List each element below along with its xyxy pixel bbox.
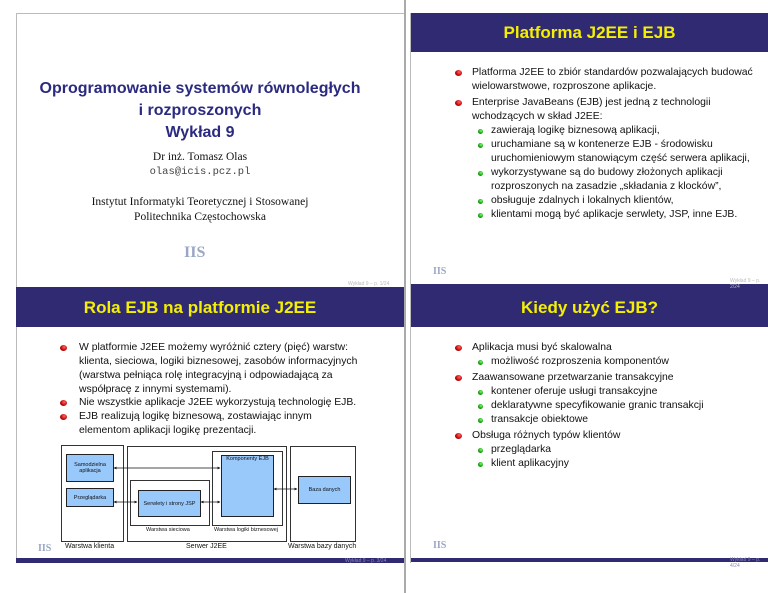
sub-item-text: klient aplikacyjny bbox=[491, 458, 569, 469]
sub-bullet-text: zawierają logikę biznesową aplikacji, bbox=[491, 125, 660, 136]
bullet-text: Platforma J2EE to zbiór standardów pozwa… bbox=[472, 67, 753, 92]
slide4-header bbox=[411, 284, 768, 327]
institute-logo: IIS bbox=[433, 540, 447, 551]
bullet-icon bbox=[455, 100, 462, 106]
item-text: Obsługa różnych typów klientów bbox=[472, 430, 621, 441]
sub-bullet-icon bbox=[478, 171, 483, 176]
sub-bullet-text: uruchamiane są w kontenerze EJB - środow… bbox=[491, 139, 750, 164]
database-box: Baza danych bbox=[298, 476, 351, 504]
page-divider bbox=[404, 0, 406, 593]
institute-logo: IIS bbox=[38, 543, 52, 554]
bullet-icon bbox=[60, 345, 67, 351]
slide1-footer: Wykład 9 – p. 1/24 bbox=[348, 281, 390, 287]
slide4-footer: Wykład 9 – p. 4/24 bbox=[730, 557, 761, 569]
sub-bullet-icon bbox=[478, 143, 483, 148]
sub-bullet-text: obsługuje zdalnych i lokalnych klientów, bbox=[491, 195, 674, 206]
email: olas@icis.pcz.pl bbox=[149, 166, 251, 178]
sub-item-text: kontener oferuje usługi transakcyjne bbox=[491, 386, 658, 397]
slide3-title: Rola EJB na platformie J2EE bbox=[83, 298, 317, 317]
sub-bullet-icon bbox=[478, 129, 483, 134]
slide4-left-border bbox=[410, 290, 411, 563]
ejb-box: Komponenty EJB bbox=[221, 455, 274, 517]
slide2-footer: Wykład 9 – p. 2/24 bbox=[730, 278, 761, 290]
bullet-text: Nie wszystkie aplikacje J2EE wykorzystuj… bbox=[79, 397, 357, 408]
diagram-arrows bbox=[113, 466, 298, 504]
item-text: Aplikacja musi być skalowalna bbox=[472, 342, 612, 353]
web-tier-label: Warstwa sieciowa bbox=[146, 527, 190, 533]
sub-bullet-icon bbox=[478, 418, 483, 423]
db-tier-label: Warstwa bazy danych bbox=[288, 543, 357, 550]
sub-bullet-icon bbox=[478, 213, 483, 218]
item-text: Zaawansowane przetwarzanie transakcyjne bbox=[472, 372, 674, 383]
sub-bullet-icon bbox=[478, 199, 483, 204]
bullet-icon bbox=[60, 414, 67, 420]
title-line: Wykład 9 bbox=[165, 124, 235, 141]
title-line: Oprogramowanie systemów równoległych bbox=[39, 80, 361, 97]
sub-bullet-icon bbox=[478, 390, 483, 395]
client-tier-label: Warstwa klienta bbox=[65, 543, 115, 550]
slide2-header bbox=[411, 13, 768, 52]
sub-item-text: deklaratywne specyfikowanie granic trans… bbox=[491, 400, 704, 411]
slide2-title: Platforma J2EE i EJB bbox=[503, 23, 676, 42]
bullet-text: W platformie J2EE możemy wyróżnić cztery… bbox=[79, 342, 358, 395]
sub-bullet-icon bbox=[478, 462, 483, 467]
slide4-title: Kiedy użyć EJB? bbox=[521, 298, 658, 317]
bullet-text: EJB realizują logikę biznesową, zostawia… bbox=[79, 411, 312, 436]
standalone-app-box: Samodzielna aplikacja bbox=[66, 454, 114, 482]
sub-bullet-icon bbox=[478, 404, 483, 409]
slide1-left-border bbox=[16, 13, 17, 291]
sub-bullet-icon bbox=[478, 360, 483, 365]
slide3-footer-bar bbox=[16, 558, 404, 563]
servlets-box: Serwlety i strony JSP bbox=[138, 490, 201, 517]
institute-logo: IIS bbox=[184, 244, 206, 261]
author: Dr inż. Tomasz Olas bbox=[152, 151, 248, 163]
slide1-title: Oprogramowanie systemów równoległych i r… bbox=[16, 78, 384, 144]
institute-logo: IIS bbox=[433, 266, 447, 277]
institute: Instytut Informatyki Teoretycznej i Stos… bbox=[91, 196, 309, 208]
bullet-text: Enterprise JavaBeans (EJB) jest jedną z … bbox=[472, 97, 711, 122]
university: Politechnika Częstochowska bbox=[134, 211, 266, 223]
slide4-footer-bar bbox=[411, 558, 768, 562]
slide2-left-border bbox=[410, 13, 411, 291]
slide1-frame bbox=[16, 13, 404, 14]
sub-item-text: przeglądarka bbox=[491, 444, 552, 455]
sub-item-text: transakcje obiektowe bbox=[491, 414, 589, 425]
server-label: Serwer J2EE bbox=[186, 543, 227, 550]
slide3-left-border bbox=[16, 290, 17, 563]
sub-bullet-text: klientami mogą być aplikacje serwlety, J… bbox=[491, 209, 738, 220]
bullet-icon bbox=[60, 400, 67, 406]
sub-item-text: możliwość rozproszenia komponentów bbox=[491, 356, 669, 367]
title-line: i rozproszonych bbox=[138, 102, 262, 119]
browser-box: Przeglądarka bbox=[66, 488, 114, 507]
bullet-icon bbox=[455, 433, 462, 439]
bullet-icon bbox=[455, 70, 462, 76]
logic-tier-label: Warstwa logiki biznesowej bbox=[214, 527, 278, 533]
slide3-footer: Wykład 9 – p. 3/24 bbox=[345, 558, 387, 564]
sub-bullet-text: wykorzystywane są do budowy złożonych ap… bbox=[491, 167, 723, 192]
bullet-icon bbox=[455, 375, 462, 381]
slide3-header bbox=[16, 287, 404, 327]
bullet-icon bbox=[455, 345, 462, 351]
sub-bullet-icon bbox=[478, 448, 483, 453]
